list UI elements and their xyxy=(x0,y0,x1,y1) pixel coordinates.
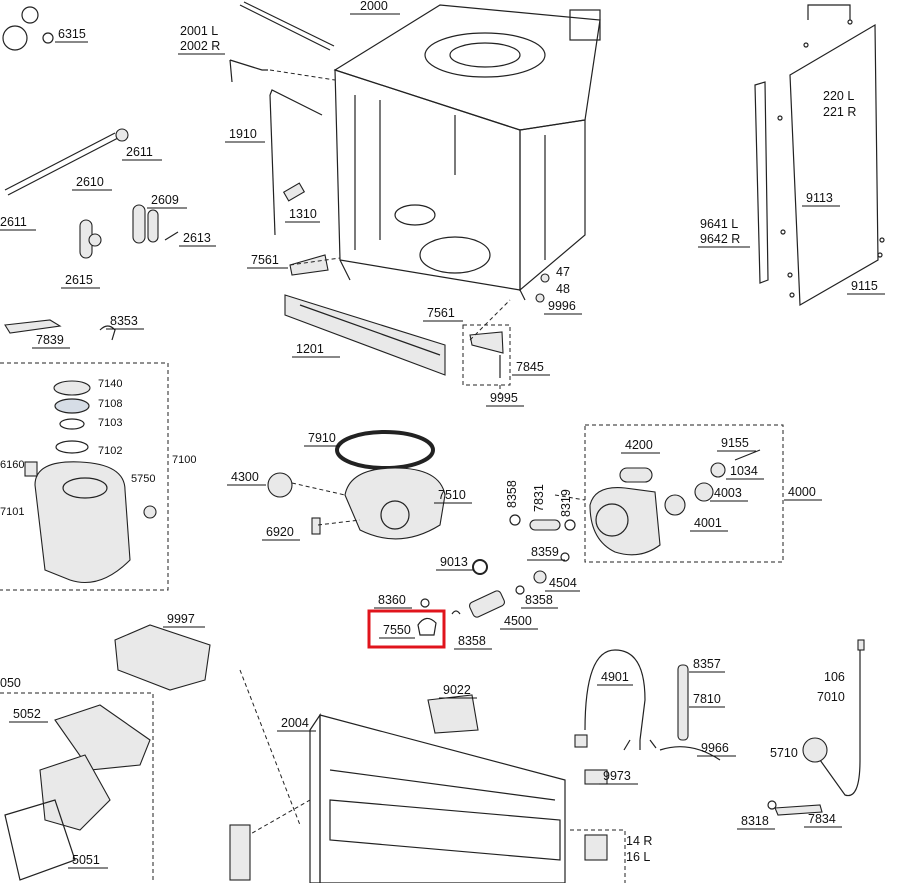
label-14-r[interactable]: 14 R xyxy=(626,834,652,848)
label-2615[interactable]: 2615 xyxy=(65,273,93,287)
label-7550[interactable]: 7550 xyxy=(383,623,411,637)
label-1310[interactable]: 1310 xyxy=(289,207,317,221)
label-6315[interactable]: 6315 xyxy=(58,27,86,41)
label-2002-r[interactable]: 2002 R xyxy=(180,39,220,53)
highlight-box-7550 xyxy=(367,609,446,649)
label-2611-top[interactable]: 2611 xyxy=(126,145,153,159)
label-7140[interactable]: 7140 xyxy=(98,378,122,390)
label-8318[interactable]: 8318 xyxy=(741,814,769,828)
label-7108[interactable]: 7108 xyxy=(98,398,122,410)
label-9113[interactable]: 9113 xyxy=(806,191,833,205)
label-2609[interactable]: 2609 xyxy=(151,193,179,207)
label-6920[interactable]: 6920 xyxy=(266,525,294,539)
leader-lines xyxy=(269,69,586,501)
label-9966[interactable]: 9966 xyxy=(701,741,729,755)
label-4300[interactable]: 4300 xyxy=(231,470,259,484)
label-7810[interactable]: 7810 xyxy=(693,692,721,706)
top-left-parts-drawing xyxy=(2,1,335,341)
label-1910[interactable]: 1910 xyxy=(229,127,257,141)
label-7831[interactable]: 7831 xyxy=(532,484,546,512)
label-8359[interactable]: 8359 xyxy=(531,545,559,559)
label-4000[interactable]: 4000 xyxy=(788,485,816,499)
hoses-and-clips-drawing xyxy=(417,514,576,636)
label-4003[interactable]: 4003 xyxy=(714,486,742,500)
label-7102[interactable]: 7102 xyxy=(98,445,122,457)
label-9997[interactable]: 9997 xyxy=(167,612,195,626)
base-frame-2004-drawing xyxy=(229,669,626,883)
label-9996[interactable]: 9996 xyxy=(548,299,576,313)
label-4901[interactable]: 4901 xyxy=(601,670,629,684)
control-electronics-drawing xyxy=(0,624,479,883)
label-050[interactable]: 050 xyxy=(0,676,21,690)
label-7561-lower[interactable]: 7561 xyxy=(427,306,455,320)
label-47[interactable]: 47 xyxy=(556,265,570,279)
label-8358-vertical[interactable]: 8358 xyxy=(505,480,519,508)
label-8360[interactable]: 8360 xyxy=(378,593,406,607)
label-8353[interactable]: 8353 xyxy=(110,314,138,328)
label-2610[interactable]: 2610 xyxy=(76,175,104,189)
part-labels: 6315 2000 2001 L 2002 R 220 L 221 R 1910… xyxy=(0,0,885,869)
sump-assembly-drawing xyxy=(267,430,446,540)
label-7834[interactable]: 7834 xyxy=(808,812,836,826)
label-9973[interactable]: 9973 xyxy=(603,769,631,783)
label-7845[interactable]: 7845 xyxy=(516,360,544,374)
label-7839[interactable]: 7839 xyxy=(36,333,64,347)
label-4504[interactable]: 4504 xyxy=(549,576,577,590)
label-7103[interactable]: 7103 xyxy=(98,417,122,429)
label-48[interactable]: 48 xyxy=(556,282,570,296)
label-5052[interactable]: 5052 xyxy=(13,707,41,721)
label-8357[interactable]: 8357 xyxy=(693,657,721,671)
label-8319[interactable]: 8319 xyxy=(559,489,573,517)
label-6160[interactable]: 6160 xyxy=(0,459,24,471)
label-9155[interactable]: 9155 xyxy=(721,436,749,450)
door-panel-220-drawing xyxy=(754,4,885,307)
label-106[interactable]: 106 xyxy=(824,670,845,684)
label-4500[interactable]: 4500 xyxy=(504,614,532,628)
label-7561-upper[interactable]: 7561 xyxy=(251,253,279,267)
label-2001-l[interactable]: 2001 L xyxy=(180,24,218,38)
label-2611-left[interactable]: 2611 xyxy=(0,215,27,229)
label-2613[interactable]: 2613 xyxy=(183,231,211,245)
label-8358-lower[interactable]: 8358 xyxy=(458,634,486,648)
tub-2000-drawing xyxy=(333,4,601,301)
label-9995[interactable]: 9995 xyxy=(490,391,518,405)
label-16-l[interactable]: 16 L xyxy=(626,850,650,864)
label-9641-l[interactable]: 9641 L xyxy=(700,217,738,231)
label-7510[interactable]: 7510 xyxy=(438,488,466,502)
label-9115[interactable]: 9115 xyxy=(851,279,878,293)
label-8358-mid[interactable]: 8358 xyxy=(525,593,553,607)
label-1201[interactable]: 1201 xyxy=(296,342,324,356)
label-1034[interactable]: 1034 xyxy=(730,464,758,478)
label-5750[interactable]: 5750 xyxy=(131,473,155,485)
cables-drawing xyxy=(574,639,865,816)
hinge-and-panel-drawing xyxy=(284,254,550,386)
label-220-l[interactable]: 220 L xyxy=(823,89,854,103)
label-221-r[interactable]: 221 R xyxy=(823,105,856,119)
label-2000[interactable]: 2000 xyxy=(360,0,388,13)
label-7910[interactable]: 7910 xyxy=(308,431,336,445)
label-5051[interactable]: 5051 xyxy=(72,853,100,867)
label-4001[interactable]: 4001 xyxy=(694,516,722,530)
label-7100[interactable]: 7100 xyxy=(172,454,196,466)
label-2004[interactable]: 2004 xyxy=(281,716,309,730)
label-9642-r[interactable]: 9642 R xyxy=(700,232,740,246)
label-9022[interactable]: 9022 xyxy=(443,683,471,697)
water-softener-7100-drawing xyxy=(0,362,169,591)
circulation-pump-4000-drawing xyxy=(584,424,784,563)
label-7101[interactable]: 7101 xyxy=(0,506,24,518)
label-9013[interactable]: 9013 xyxy=(440,555,468,569)
label-7010[interactable]: 7010 xyxy=(817,690,845,704)
label-5710[interactable]: 5710 xyxy=(770,746,798,760)
label-4200[interactable]: 4200 xyxy=(625,438,653,452)
